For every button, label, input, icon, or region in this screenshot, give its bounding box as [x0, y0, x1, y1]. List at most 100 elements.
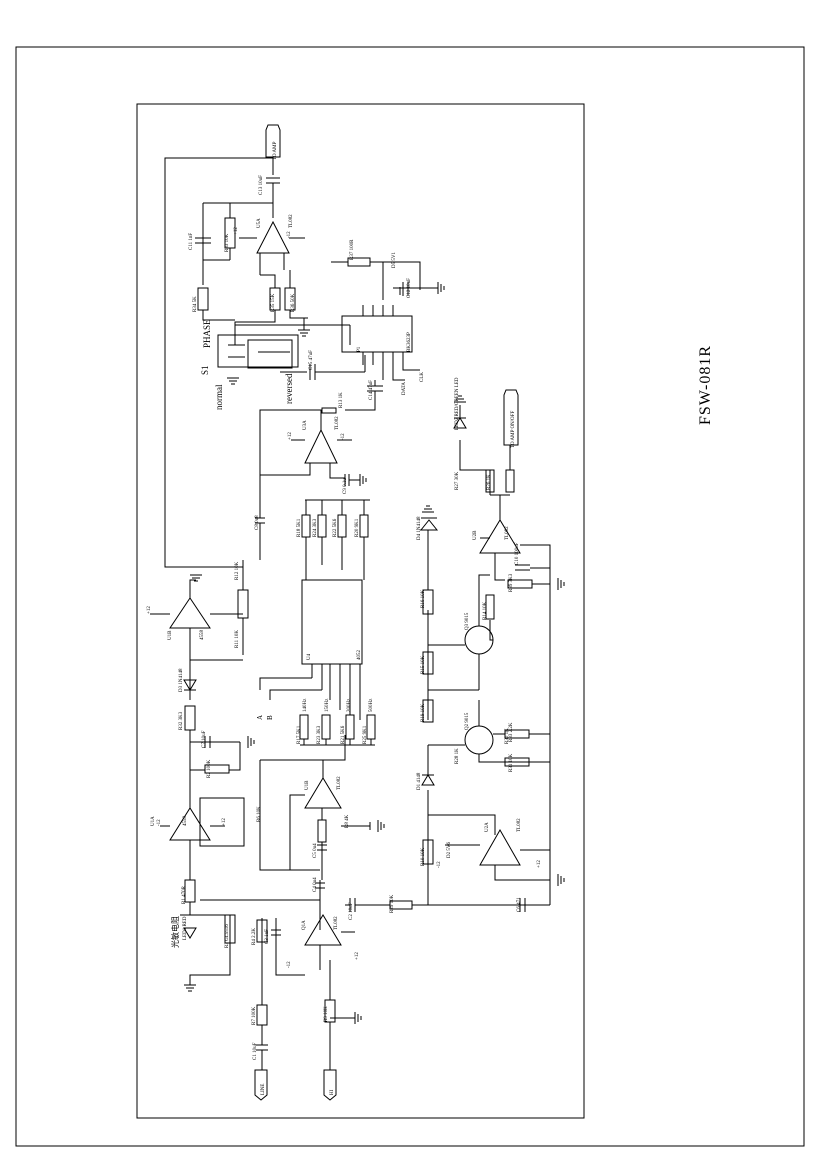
- net-input-hi: HI: [330, 1089, 335, 1095]
- resistor-label: R27 30K: [455, 471, 460, 490]
- resistor-label: R32 3K3: [179, 711, 184, 730]
- frequency-label: 500Hz: [369, 698, 374, 712]
- supply-label: -12: [437, 861, 442, 868]
- capacitor-label: C11 1nF: [189, 233, 194, 250]
- supply-label: -12: [341, 433, 346, 440]
- resistor-label: R3 GL5516: [225, 924, 230, 948]
- semiconductor-label: LED1 RED: [183, 916, 188, 940]
- capacitor-label: C8 0u8: [255, 515, 260, 530]
- net-to-amp-on: TO AMP ON/OFF: [511, 411, 516, 448]
- resistor-label: R33 2.2K: [509, 722, 514, 742]
- resistor-label: R30 1K: [505, 728, 510, 744]
- net-clk: CLK: [420, 372, 425, 382]
- semiconductor-label: D5 5V1: [392, 252, 397, 268]
- opamp-ref: U2B: [473, 530, 478, 540]
- opamp-ref: Q1A: [302, 920, 307, 930]
- opamp-ref: U2A: [485, 822, 490, 832]
- frequency-label: 200Hz: [347, 698, 352, 712]
- net-a: A: [256, 715, 264, 720]
- net-to-amp: TO AMP: [273, 141, 278, 160]
- opamp-part: TL082: [337, 776, 342, 790]
- resistor-label: R37 100R: [350, 239, 355, 260]
- resistor-label: R15 10K: [421, 655, 426, 674]
- opamp-part: TL082: [335, 416, 340, 430]
- to-amp-tag: [265, 124, 281, 158]
- opamp-part: TL082: [517, 818, 522, 832]
- supply-label: +12: [234, 227, 239, 235]
- capacitor-label: C9 0.1u: [343, 478, 348, 494]
- resistor-label: R20 9K1: [355, 518, 360, 537]
- resistor-label: R34 5K: [193, 296, 198, 312]
- resistor-label: R16 10K: [421, 589, 426, 608]
- resistor-label: R23 3K3: [317, 725, 322, 744]
- ground-symbols: [184, 282, 565, 1024]
- semiconductor-label: D2 5V6: [447, 842, 452, 858]
- supply-label: +12: [288, 432, 293, 440]
- resistor-label: R13 1K: [339, 392, 344, 408]
- capacitor-label: C2 10uF: [349, 902, 354, 920]
- wiring: [150, 155, 551, 1070]
- supply-label: +12: [355, 952, 360, 960]
- capacitor-label: C14 47uF: [369, 380, 374, 400]
- supply-label: +12: [147, 606, 152, 614]
- opamp-ref: U5A: [257, 218, 262, 228]
- light-sensor-label: 光敏电阻: [170, 916, 180, 948]
- opamp-part: TL082: [289, 214, 294, 228]
- resistor-label: R33 10K: [225, 233, 230, 252]
- resistor-label: R8 4K: [345, 814, 350, 828]
- supply-label: +12: [222, 818, 227, 826]
- opamp-ref: U1A: [151, 816, 156, 826]
- resistor-label: R19 10K: [421, 703, 426, 722]
- resistor-label: R14 10K: [483, 601, 488, 620]
- net-input-line: LINE: [261, 1084, 266, 1095]
- ic-ref: P1: [357, 346, 362, 352]
- capacitor-label: C5 0u4: [313, 843, 318, 858]
- semiconductor-label: Q2 9015: [465, 712, 470, 730]
- resistor-label: R36 50K: [291, 293, 296, 312]
- resistor-label: R39 3K3: [509, 573, 514, 592]
- opamp-ref: U1B: [305, 780, 310, 790]
- frequency-label: 150Hz: [325, 698, 330, 712]
- resistor-label: R28 1K: [455, 748, 460, 764]
- net-tags: [254, 124, 519, 1101]
- resistor-label: R2 100K: [207, 759, 212, 778]
- resistor-label: R17 5K1: [297, 725, 302, 744]
- resistor-label: R11 10K: [235, 630, 240, 648]
- resistor-label: R18 5K1: [297, 518, 302, 537]
- resistor-label: R1 470R: [182, 885, 187, 904]
- input-hi-tag: [323, 1069, 337, 1101]
- resistor-label: R4 2.2K: [252, 928, 257, 945]
- capacitor-label: C7 10uF: [202, 730, 207, 748]
- switch-reversed: reversed: [284, 373, 294, 404]
- opamp-ref: U3A: [303, 420, 308, 430]
- resistor-label: R26 1K: [487, 474, 492, 490]
- ic-ref: U4: [307, 653, 312, 660]
- capacitor-label: C6 471: [517, 897, 522, 912]
- ic-part: 4052: [357, 650, 362, 661]
- resistor-label: R6 10K: [257, 806, 262, 822]
- supply-label: -12: [287, 961, 292, 968]
- opamp-part: 4558: [200, 630, 205, 641]
- supply-label: -12: [157, 819, 162, 826]
- capacitor-label: C15 47uF: [309, 350, 314, 370]
- net-data: DATA: [402, 382, 407, 395]
- opamp-part: TL082: [334, 916, 339, 930]
- outer-border: [15, 46, 805, 1147]
- resistor-label: R7 100K: [252, 1006, 257, 1025]
- resistor-label: R31 10K: [509, 753, 514, 772]
- resistor-label: R35 15K: [271, 293, 276, 312]
- drawing-frame: [136, 103, 585, 1119]
- ic-part: BK3623P: [407, 332, 412, 352]
- opamp-part: TL082: [505, 526, 510, 540]
- switch-label: PHASE: [202, 319, 212, 348]
- to-amp-on-tag: [503, 389, 519, 446]
- opamp-ref: U1B: [168, 630, 173, 640]
- capacitor-label: C3 1nF: [265, 929, 270, 944]
- input-line-tag: [254, 1069, 268, 1101]
- supply-label: -12: [287, 231, 292, 238]
- capacitor-label: C10 100uF: [515, 542, 520, 565]
- resistor-label: R24 3K3: [313, 518, 318, 537]
- resistor-label: R22 5K6: [333, 518, 338, 537]
